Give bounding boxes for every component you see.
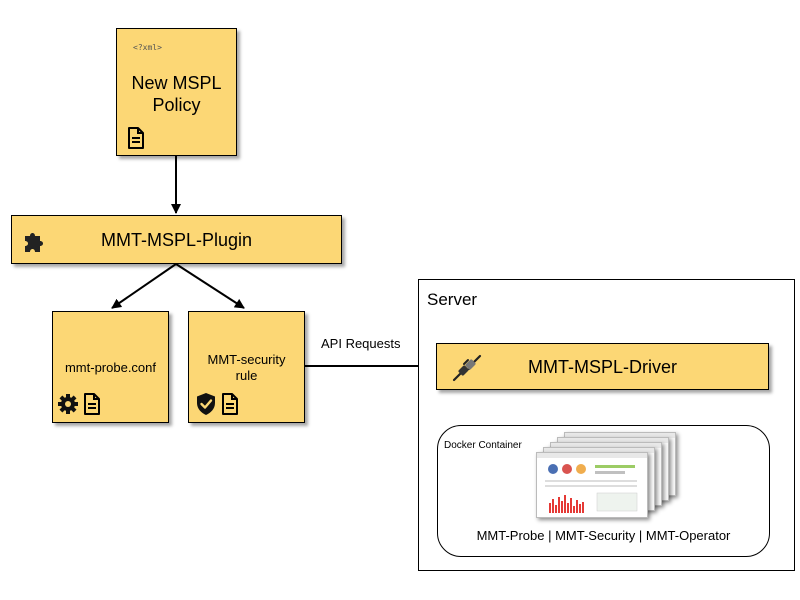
xml-tag: <?xml> xyxy=(133,43,162,52)
policy-title-line2: Policy xyxy=(152,95,201,115)
policy-box: <?xml> New MSPL Policy xyxy=(116,28,237,156)
document-icon xyxy=(222,393,238,415)
probe-conf-label: mmt-probe.conf xyxy=(64,360,157,375)
security-rule-label-line1: MMT-security xyxy=(207,352,286,367)
server-label: Server xyxy=(427,290,478,309)
docker-label: Docker Container xyxy=(444,440,522,451)
driver-box: MMT-MSPL-Driver xyxy=(436,343,769,390)
plugin-title: MMT-MSPL-Plugin xyxy=(100,230,253,250)
policy-title-line1: New MSPL xyxy=(131,73,222,93)
probe-conf-box: mmt-probe.conf xyxy=(52,311,169,423)
puzzle-icon xyxy=(25,233,43,252)
plugin-box: MMT-MSPL-Plugin xyxy=(11,215,342,264)
arrow-plugin-to-security-rule xyxy=(175,263,245,309)
dashboard-screenshots xyxy=(536,432,676,518)
security-rule-label-line2: rule xyxy=(235,368,258,383)
docker-components-label: MMT-Probe | MMT-Security | MMT-Operator xyxy=(476,528,731,543)
dashboard-screenshot xyxy=(536,452,648,518)
security-rule-box: MMT-security rule xyxy=(188,311,305,423)
driver-title: MMT-MSPL-Driver xyxy=(528,357,677,377)
api-requests-label: API Requests xyxy=(321,336,401,351)
gear-icon xyxy=(58,394,78,414)
plug-icon xyxy=(452,354,482,382)
shield-check-icon xyxy=(197,393,215,415)
arrow-plugin-to-probe-conf xyxy=(111,263,177,309)
document-icon xyxy=(84,393,100,415)
document-icon xyxy=(128,127,144,149)
